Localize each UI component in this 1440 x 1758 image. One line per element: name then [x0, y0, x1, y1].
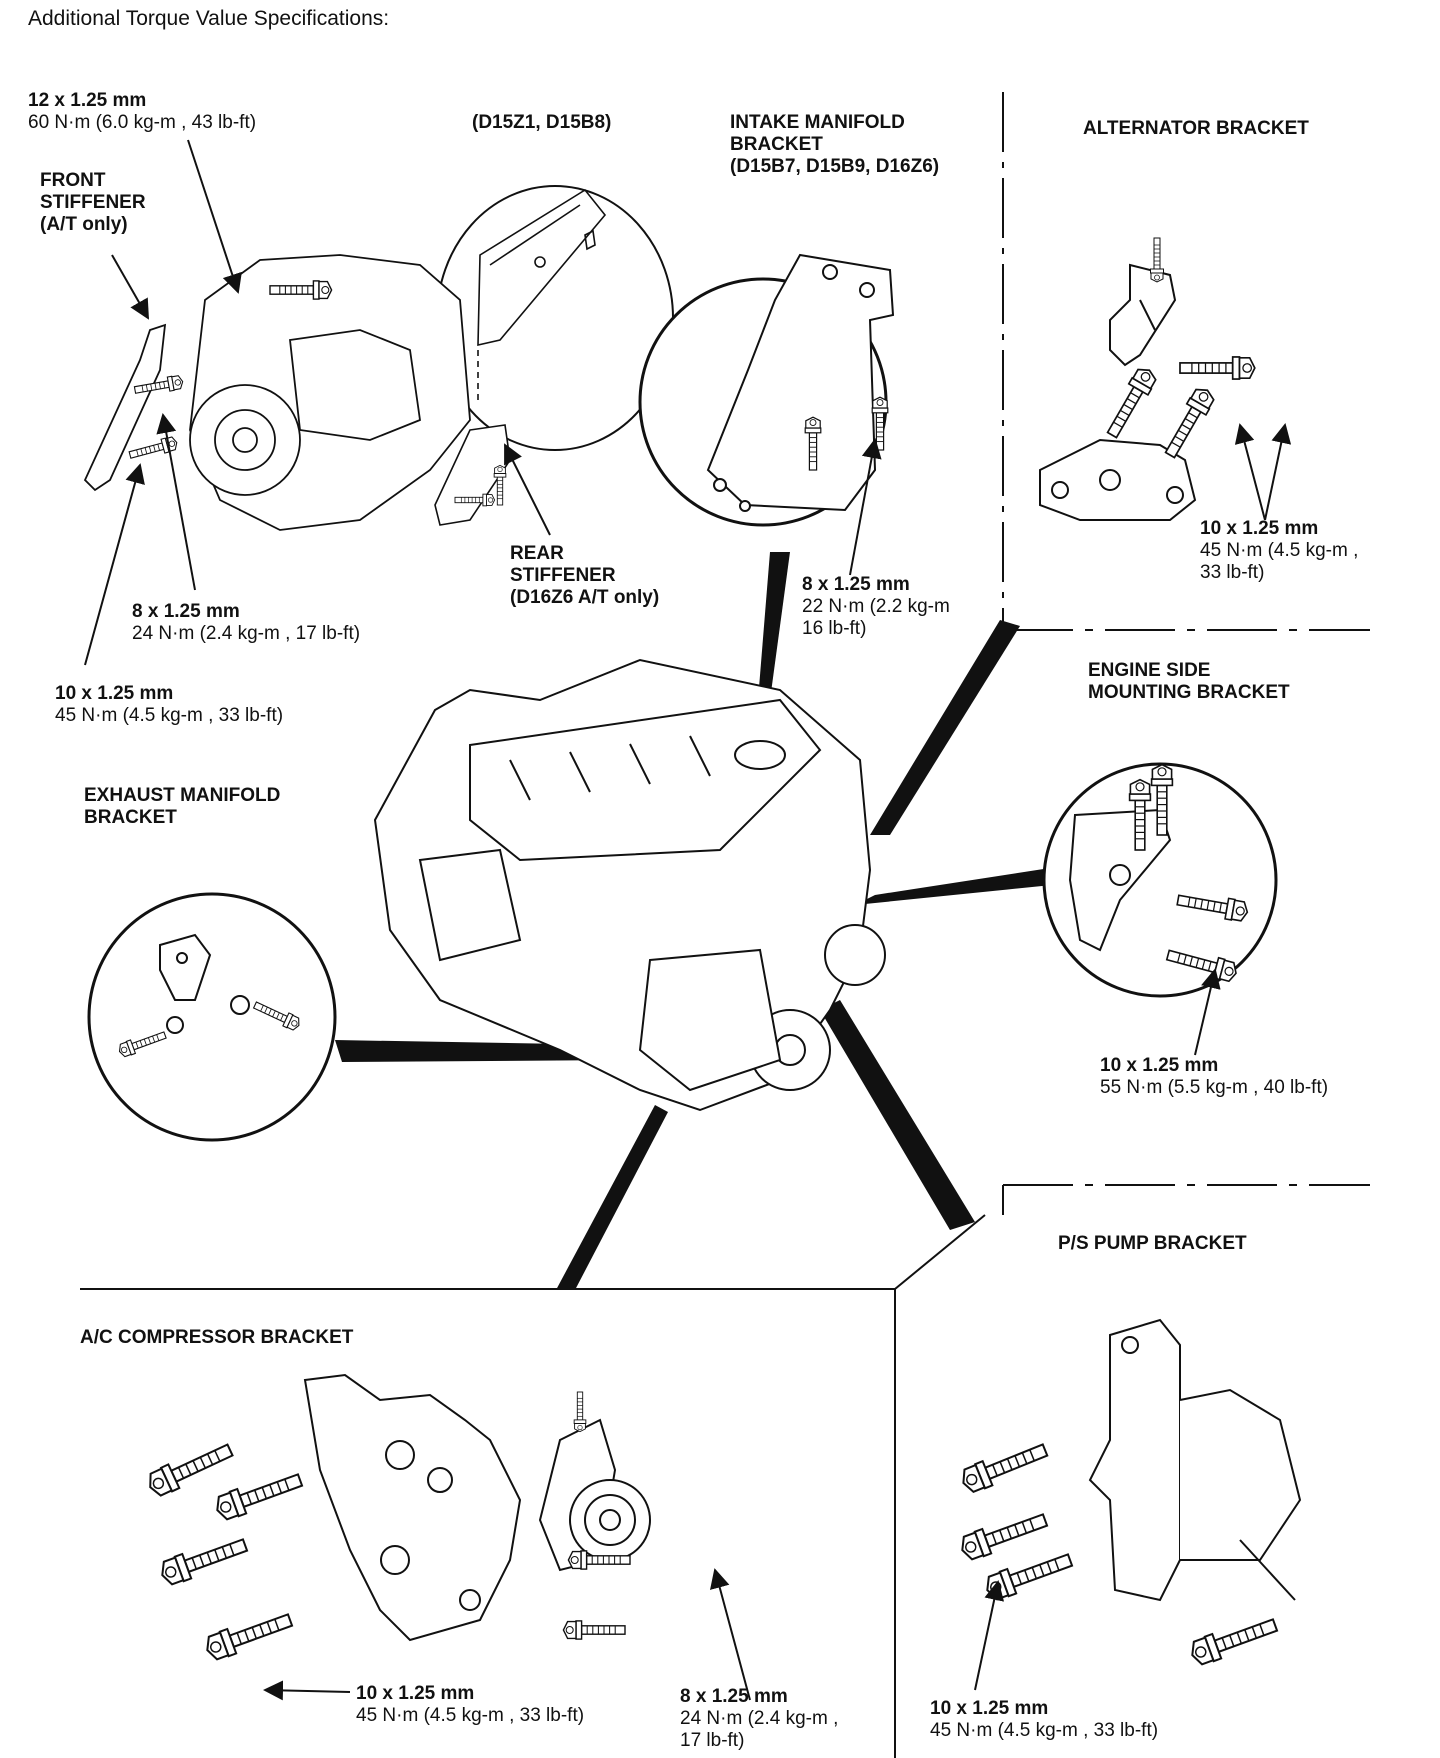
- front-engine-sketch: [83, 254, 471, 531]
- side-torque: 55 N·m (5.5 kg-m , 40 lb-ft): [1100, 1077, 1329, 1098]
- top-bolt-size: 12 x 1.25 mm: [28, 90, 147, 111]
- ac-bracket-label: A/C COMPRESSOR BRACKET: [80, 1327, 354, 1348]
- rear-stiffener-sketch: [434, 424, 511, 526]
- alternator-bracket-sketch: [1039, 237, 1256, 521]
- ps-bracket-label: P/S PUMP BRACKET: [1058, 1233, 1247, 1254]
- top-bolt-torque: 60 N·m (6.0 kg-m , 43 lb-ft): [28, 112, 257, 133]
- stiffener-10-torque: 45 N·m (4.5 kg-m , 33 lb-ft): [55, 705, 284, 726]
- intake-bracket-sketch: [706, 253, 895, 512]
- d15-models-label: (D15Z1, D15B8): [472, 112, 612, 133]
- intake-torque: 22 N·m (2.2 kg-m 16 lb-ft): [802, 596, 950, 639]
- panel-dividers: [80, 92, 1370, 1758]
- stiffener-8-size: 8 x 1.25 mm: [132, 601, 240, 622]
- alt-size: 10 x 1.25 mm: [1200, 518, 1319, 539]
- rear-stiffener-label: REAR STIFFENER (D16Z6 A/T only): [510, 543, 660, 608]
- ps-size: 10 x 1.25 mm: [930, 1698, 1049, 1719]
- alternator-bracket-label: ALTERNATOR BRACKET: [1083, 118, 1309, 139]
- leader-lines: [84, 139, 1292, 1701]
- alt-torque: 45 N·m (4.5 kg-m , 33 lb-ft): [1200, 540, 1359, 583]
- d15-stiffener-sketch: [477, 188, 607, 400]
- ac-10-size: 10 x 1.25 mm: [356, 1683, 475, 1704]
- intake-bracket-label: INTAKE MANIFOLD BRACKET (D15B7, D15B9, D…: [730, 112, 940, 177]
- front-stiffener-label: FRONT STIFFENER (A/T only): [40, 170, 146, 235]
- ac-10-torque: 45 N·m (4.5 kg-m , 33 lb-ft): [356, 1705, 585, 1726]
- side-size: 10 x 1.25 mm: [1100, 1055, 1219, 1076]
- ac-8-torque: 24 N·m (2.4 kg-m , 17 lb-ft): [680, 1708, 839, 1751]
- page-title: Additional Torque Value Specifications:: [28, 7, 390, 30]
- ps-bracket-sketch: [956, 1318, 1302, 1669]
- ac-8-size: 8 x 1.25 mm: [680, 1686, 788, 1707]
- stiffener-10-size: 10 x 1.25 mm: [55, 683, 174, 704]
- ps-torque: 45 N·m (4.5 kg-m , 33 lb-ft): [930, 1720, 1159, 1741]
- exhaust-bracket-sketch: [116, 933, 303, 1059]
- callout-wedges: [335, 552, 1052, 1290]
- intake-size: 8 x 1.25 mm: [802, 574, 910, 595]
- engine-side-bracket-label: ENGINE SIDE MOUNTING BRACKET: [1088, 660, 1290, 703]
- stiffener-8-torque: 24 N·m (2.4 kg-m , 17 lb-ft): [132, 623, 361, 644]
- engine-side-bracket-sketch: [1068, 763, 1250, 985]
- ac-bracket-sketch: [143, 1373, 651, 1664]
- central-engine-block: [373, 658, 886, 1112]
- exhaust-bracket-label: EXHAUST MANIFOLD BRACKET: [84, 785, 281, 828]
